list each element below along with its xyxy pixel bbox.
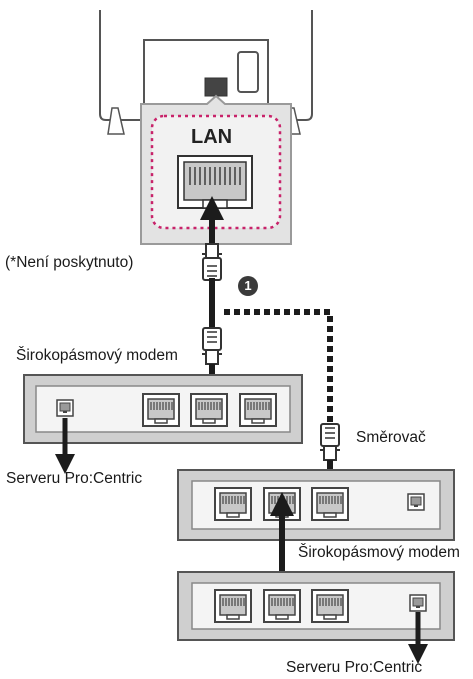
not-supplied-label: (*Není poskytnuto) <box>5 254 134 271</box>
tv-lan-port-icon <box>177 155 253 209</box>
router-label: Směrovač <box>356 429 426 446</box>
broadband-modem-top <box>23 374 303 474</box>
lan-port-panel <box>140 94 292 245</box>
step-badge: 1 <box>238 276 258 296</box>
router-device <box>177 469 455 541</box>
server-bottom-label: Serveru Pro:Centric <box>286 659 423 676</box>
server-left-label: Serveru Pro:Centric <box>6 470 143 487</box>
modem-top-label: Širokopásmový modem <box>16 347 178 364</box>
broadband-modem-bottom <box>177 571 455 664</box>
modem-bottom-label: Širokopásmový modem <box>298 544 460 561</box>
lan-label: LAN <box>191 126 233 148</box>
